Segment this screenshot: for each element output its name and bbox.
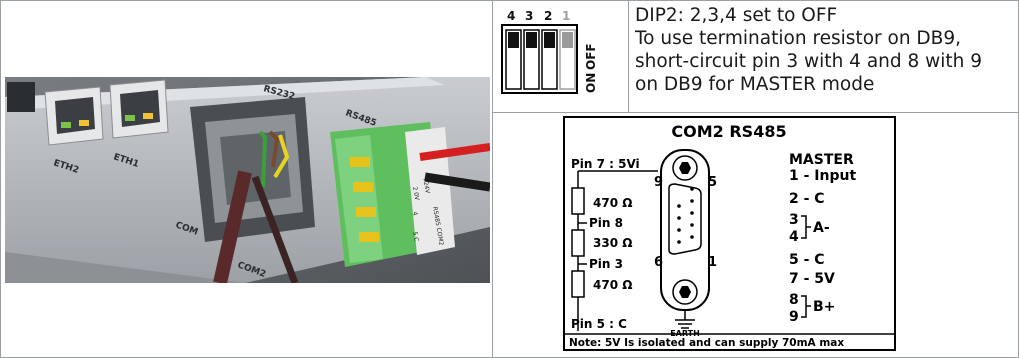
dip-switch-1 — [559, 29, 576, 90]
dip-number-4: 4 — [507, 9, 515, 23]
photo-label-5c: 5 C — [411, 231, 420, 242]
label-r1: 470 Ω — [593, 196, 632, 210]
photo-label-4: 4 — [411, 211, 419, 216]
description-line-3: short-circuit pin 3 with 4 and 8 with 9 — [635, 51, 983, 72]
diagram-title: COM2 RS485 — [671, 122, 786, 141]
label-pin8: Pin 8 — [589, 216, 623, 230]
label-pin1-input: 1 - Input — [789, 168, 856, 184]
db9-pinout-drawing — [660, 149, 710, 311]
connector-number-5: 5 — [708, 175, 717, 190]
label-pin4: 4 — [789, 229, 799, 245]
dip-switch-3 — [523, 29, 540, 90]
dip-label-off: OFF — [584, 43, 598, 70]
label-r3: 470 Ω — [593, 278, 632, 292]
eth1-port — [109, 79, 169, 139]
device-photo: ETH2 ETH1 COM RS232 RS485 COM2 +24V 2 0V — [5, 77, 490, 283]
diagram-border — [563, 116, 896, 351]
device-photo-drawing: ETH2 ETH1 COM RS232 RS485 COM2 +24V 2 0V — [5, 77, 490, 283]
row-divider — [492, 112, 1019, 113]
dip-switch-illustration: 4 3 2 1 ON OFF — [500, 3, 625, 111]
terminal-block — [330, 122, 455, 267]
label-pin3: 3 — [789, 212, 799, 228]
connector-number-9: 9 — [654, 175, 663, 190]
label-master: MASTER — [789, 152, 854, 168]
resistor-470-top — [571, 187, 585, 215]
label-r2: 330 Ω — [593, 236, 632, 250]
label-pin3: Pin 3 — [589, 257, 623, 271]
dip-number-3: 3 — [525, 9, 533, 23]
description-line-1: DIP2: 2,3,4 set to OFF — [635, 5, 838, 26]
label-pin8: 8 — [789, 292, 799, 308]
dip-label-on: ON — [584, 73, 598, 93]
photo-label-0v: 2 0V — [411, 186, 420, 202]
label-a-minus: A- — [813, 220, 830, 236]
label-pin7-5v: 7 - 5V — [789, 271, 835, 287]
connector-number-6: 6 — [654, 255, 663, 270]
photo-label-24v: +24V — [421, 176, 431, 195]
label-pin2-c: 2 - C — [789, 191, 825, 207]
db9-connector — [190, 97, 315, 242]
diagram-note: Note: 5V Is isolated and can supply 70mA… — [569, 337, 844, 349]
label-pin5-c: 5 - C — [789, 252, 825, 268]
label-b-plus: B+ — [813, 299, 835, 315]
com2-rs485-wiring-diagram: COM2 RS485 Pin 7 : 5Vi 470 Ω Pin 8 330 Ω… — [563, 116, 896, 351]
column-divider — [492, 0, 493, 358]
earth-icon — [675, 310, 695, 329]
label-pin7: Pin 7 : 5Vi — [571, 157, 640, 171]
dip-switch-2 — [541, 29, 558, 90]
resistor-330 — [571, 229, 585, 257]
cell-divider — [628, 0, 629, 112]
resistor-470-bottom — [571, 270, 585, 298]
label-pin5: Pin 5 : C — [571, 317, 627, 331]
dip-switch-4 — [505, 29, 522, 90]
description-line-4: on DB9 for MASTER mode — [635, 74, 875, 95]
description-line-2: To use termination resistor on DB9, — [635, 28, 962, 49]
connector-number-1: 1 — [708, 255, 717, 270]
dip-number-1: 1 — [562, 9, 570, 23]
label-pin9: 9 — [789, 309, 799, 325]
dip-description: DIP2: 2,3,4 set to OFF To use terminatio… — [635, 4, 1015, 96]
eth2-port — [44, 86, 104, 146]
dip-number-2: 2 — [544, 9, 552, 23]
